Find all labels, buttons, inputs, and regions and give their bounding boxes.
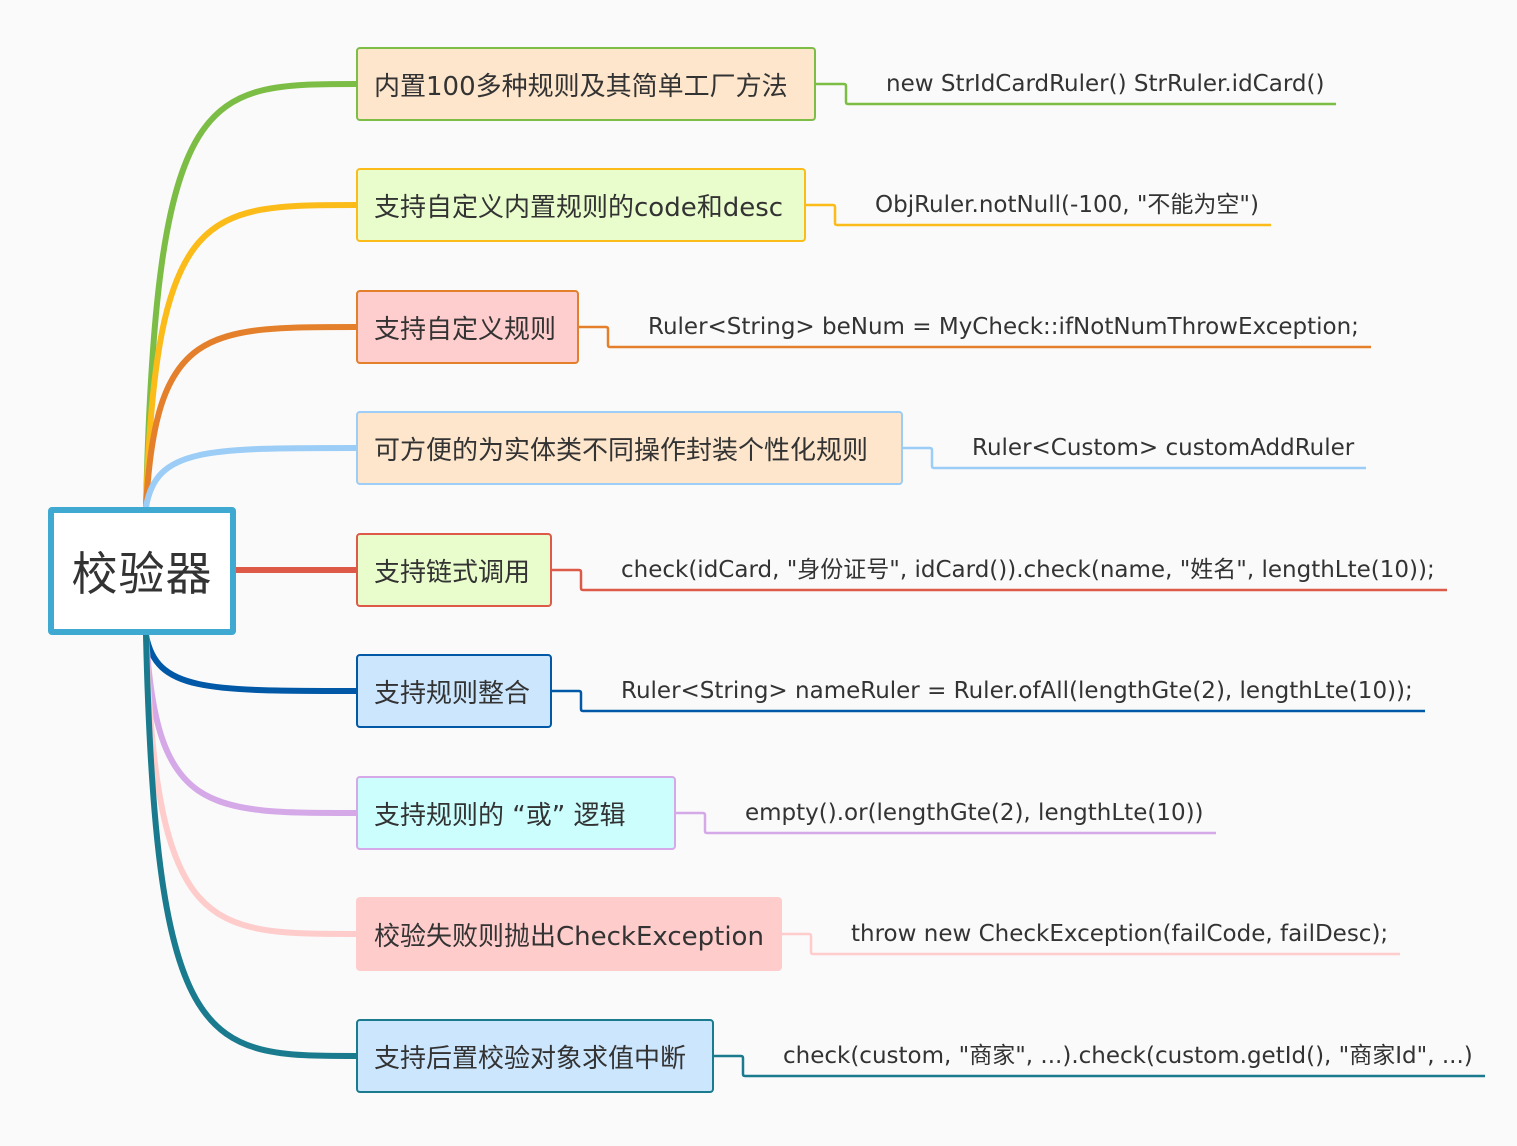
topic-rule-combine[interactable]: 支持规则整合 xyxy=(356,654,552,728)
detail-custom-rules: Ruler<String> beNum = MyCheck::ifNotNumT… xyxy=(648,314,1359,340)
detail-or-logic: empty().or(lengthGte(2), lengthLte(10)) xyxy=(745,800,1204,826)
root-node[interactable]: 校验器 xyxy=(48,507,236,635)
topic-chain-call[interactable]: 支持链式调用 xyxy=(356,533,552,607)
topic-post-check-break[interactable]: 支持后置校验对象求值中断 xyxy=(356,1019,714,1093)
detail-connector xyxy=(579,325,1371,349)
detail-connector xyxy=(782,932,1400,956)
detail-connector xyxy=(714,1054,1485,1078)
topic-label: 支持链式调用 xyxy=(374,557,531,588)
detail-connector xyxy=(806,203,1271,227)
topic-or-logic[interactable]: 支持规则的 “或” 逻辑 xyxy=(356,776,676,850)
topic-custom-rules[interactable]: 支持自定义规则 xyxy=(356,290,579,364)
topic-label: 支持自定义内置规则的code和desc xyxy=(374,192,784,223)
branch-connector xyxy=(143,632,359,816)
topic-label: 支持自定义规则 xyxy=(374,314,557,345)
detail-custom-code-desc: ObjRuler.notNull(-100, "不能为空") xyxy=(875,192,1259,218)
topic-label: 支持后置校验对象求值中断 xyxy=(374,1043,687,1074)
root-label: 校验器 xyxy=(71,547,213,601)
topic-check-exception[interactable]: 校验失败则抛出CheckException xyxy=(356,897,782,971)
detail-connector xyxy=(676,811,1216,835)
detail-post-check-break: check(custom, "商家", ...).check(custom.ge… xyxy=(783,1043,1473,1069)
detail-check-exception: throw new CheckException(failCode, failD… xyxy=(851,921,1389,947)
topic-label: 支持规则整合 xyxy=(374,678,531,709)
detail-chain-call: check(idCard, "身份证号", idCard()).check(na… xyxy=(621,557,1435,583)
detail-connector xyxy=(903,446,1366,470)
topic-label: 支持规则的 “或” 逻辑 xyxy=(374,800,626,831)
detail-connector xyxy=(816,82,1336,106)
detail-entity-rules: Ruler<Custom> customAddRuler xyxy=(972,435,1355,461)
branch-connector xyxy=(143,445,359,510)
branch-connector xyxy=(143,81,359,510)
topic-label: 校验失败则抛出CheckException xyxy=(374,921,764,952)
branch-connector xyxy=(143,202,359,510)
branch-connector xyxy=(143,632,359,694)
detail-connector xyxy=(552,689,1425,713)
detail-builtin-rules: new StrIdCardRuler() StrRuler.idCard() xyxy=(886,71,1325,97)
branch-connector xyxy=(143,632,359,1059)
detail-rule-combine: Ruler<String> nameRuler = Ruler.ofAll(le… xyxy=(621,678,1413,704)
topic-label: 可方便的为实体类不同操作封装个性化规则 xyxy=(374,435,869,466)
topic-custom-code-desc[interactable]: 支持自定义内置规则的code和desc xyxy=(356,168,806,242)
topic-label: 内置100多种规则及其简单工厂方法 xyxy=(374,71,788,102)
topic-entity-rules[interactable]: 可方便的为实体类不同操作封装个性化规则 xyxy=(356,411,903,485)
detail-connector xyxy=(552,568,1447,592)
branch-connector xyxy=(143,324,359,510)
topic-builtin-rules[interactable]: 内置100多种规则及其简单工厂方法 xyxy=(356,47,816,121)
